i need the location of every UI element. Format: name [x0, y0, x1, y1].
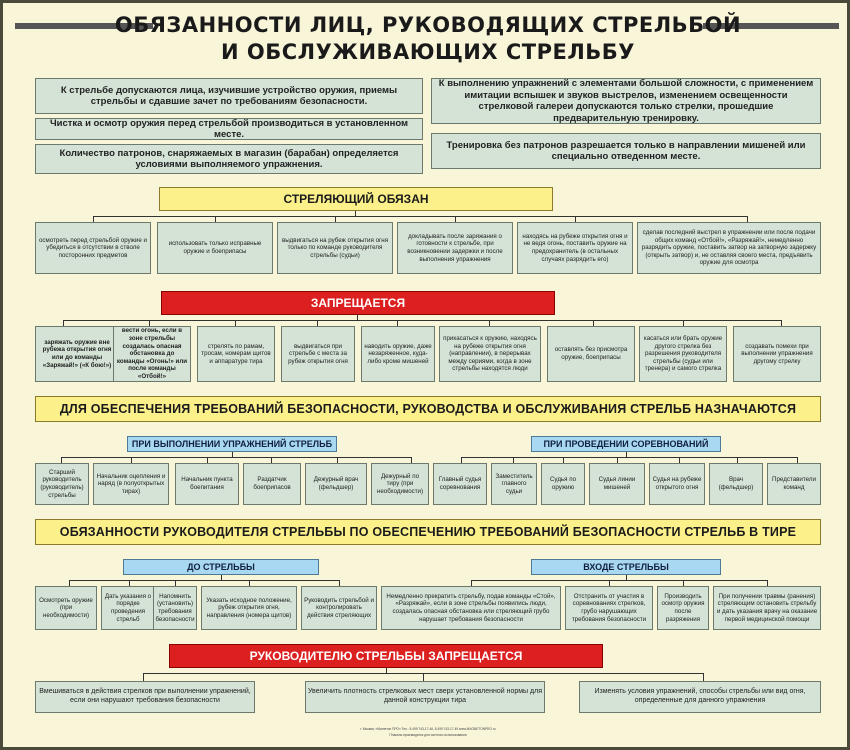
- during-item-3: Производить осмотр оружия после разряжен…: [657, 586, 709, 630]
- title-rule-right: [703, 23, 839, 29]
- forbidden-item-5: наводить оружие, даже незаряженное, куда…: [361, 326, 435, 382]
- exercises-item-2: Начальник оцепления и наряд (в полуоткры…: [93, 463, 169, 505]
- competitions-item-5: Судья на рубеже открытого огня: [649, 463, 705, 505]
- during-item-2: Отстранить от участия в соревнованиях ст…: [565, 586, 653, 630]
- during-item-4: При получении травмы (ранения) стреляющи…: [713, 586, 821, 630]
- competitions-item-1: Главный судья соревнования: [433, 463, 487, 505]
- title-rule-left: [15, 23, 153, 29]
- forbidden-item-7: оставлять без присмотра оружие, боеприпа…: [547, 326, 635, 382]
- director-forbidden-header: РУКОВОДИТЕЛЮ СТРЕЛЬБЫ ЗАПРЕЩАЕТСЯ: [169, 644, 603, 668]
- competitions-item-7: Представители команд: [767, 463, 821, 505]
- intro-left-3: Количество патронов, снаряжаемых в магаз…: [35, 144, 423, 174]
- competitions-item-4: Судья линии мишеней: [589, 463, 645, 505]
- forbidden-item-4: выдвигаться при стрельбе с места за рубе…: [281, 326, 355, 382]
- forbidden-item-8: касаться или брать оружие другого стрелк…: [639, 326, 727, 382]
- forbidden-item-9: создавать помехи при выполнении упражнен…: [733, 326, 821, 382]
- exercises-item-6: Дежурный по тиру (при необходимости): [371, 463, 429, 505]
- during-subheader: ВХОДЕ СТРЕЛЬБЫ: [531, 559, 721, 575]
- forbidden-item-1: заряжать оружие вне рубежа открытия огня…: [35, 326, 119, 382]
- shooter-must-item-6: сделав последний выстрел в упражнении ил…: [637, 222, 821, 274]
- intro-left-2: Чистка и осмотр оружия перед стрельбой п…: [35, 118, 423, 140]
- before-subheader: ДО СТРЕЛЬБЫ: [123, 559, 319, 575]
- forbidden-item-6: прикасаться к оружию, находясь на рубеже…: [439, 326, 541, 382]
- competitions-item-6: Врач (фельдшер): [709, 463, 763, 505]
- before-item-5: Руководить стрельбой и контролировать де…: [301, 586, 377, 630]
- forbidden-item-2: вести огонь, если в зоне стрельбы создал…: [113, 326, 191, 382]
- shooter-must-item-3: выдвигаться на рубеж открытия огня тольк…: [277, 222, 393, 274]
- page-title-line1: ОБЯЗАННОСТИ ЛИЦ, РУКОВОДЯЩИХ СТРЕЛЬБОЙ: [114, 13, 742, 37]
- exercises-item-1: Старший руководитель (руководитель) стре…: [35, 463, 89, 505]
- exercises-item-3: Начальник пункта боепитания: [175, 463, 239, 505]
- appointed-header: ДЛЯ ОБЕСПЕЧЕНИЯ ТРЕБОВАНИЙ БЕЗОПАСНОСТИ,…: [35, 396, 821, 422]
- competitions-item-2: Заместитель главного судьи: [491, 463, 537, 505]
- shooter-must-item-1: осмотреть перед стрельбой оружие и убеди…: [35, 222, 151, 274]
- exercises-item-4: Раздатчик боеприпасов: [243, 463, 301, 505]
- shooter-must-item-2: использовать только исправные оружие и б…: [157, 222, 273, 274]
- forbidden-header: ЗАПРЕЩАЕТСЯ: [161, 291, 555, 315]
- director-header: ОБЯЗАННОСТИ РУКОВОДИТЕЛЯ СТРЕЛЬБЫ ПО ОБЕ…: [35, 519, 821, 545]
- competitions-item-3: Судья по оружию: [541, 463, 585, 505]
- footer-line2: Плакаты производятся для частного исполь…: [389, 733, 467, 737]
- before-item-1: Осмотреть оружие (при необходимости): [35, 586, 97, 630]
- shooter-must-item-4: докладывать после заряжания о готовности…: [397, 222, 513, 274]
- forbidden-item-3: стрелять по рамам, тросам, номерам щитов…: [197, 326, 275, 382]
- shooter-must-header: СТРЕЛЯЮЩИЙ ОБЯЗАН: [159, 187, 553, 211]
- before-item-3: Напомнить (установить) требования безопа…: [153, 586, 197, 630]
- director-forbidden-item-1: Вмешиваться в действия стрелков при выпо…: [35, 681, 255, 713]
- exercises-item-5: Дежурный врач (фельдшер): [305, 463, 367, 505]
- director-forbidden-item-2: Увеличить плотность стрелковых мест свер…: [305, 681, 545, 713]
- intro-right-1: К выполнению упражнений с элементами бол…: [431, 78, 821, 124]
- intro-right-2: Тренировка без патронов разрешается толь…: [431, 133, 821, 169]
- page-title-line2: И ОБСЛУЖИВАЮЩИХ СТРЕЛЬБУ: [220, 40, 635, 64]
- intro-left-1: К стрельбе допускаются лица, изучившие у…: [35, 78, 423, 114]
- competitions-subheader: ПРИ ПРОВЕДЕНИИ СОРЕВНОВАНИЙ: [531, 436, 721, 452]
- during-item-1: Немедленно прекратить стрельбу, подав ко…: [381, 586, 561, 630]
- footer-line1: г. Москва, «Магнетон ПРО» Тел.: 8 499 74…: [360, 727, 496, 731]
- before-item-2: Дать указания о порядке проведения стрел…: [101, 586, 155, 630]
- director-forbidden-item-3: Изменять условия упражнений, способы стр…: [579, 681, 821, 713]
- shooter-must-item-5: находясь на рубеже открытия огня и не ве…: [517, 222, 633, 274]
- before-item-4: Указать исходное положение, рубеж открыт…: [201, 586, 297, 630]
- exercises-subheader: ПРИ ВЫПОЛНЕНИИ УПРАЖНЕНИЙ СТРЕЛЬБ: [127, 436, 337, 452]
